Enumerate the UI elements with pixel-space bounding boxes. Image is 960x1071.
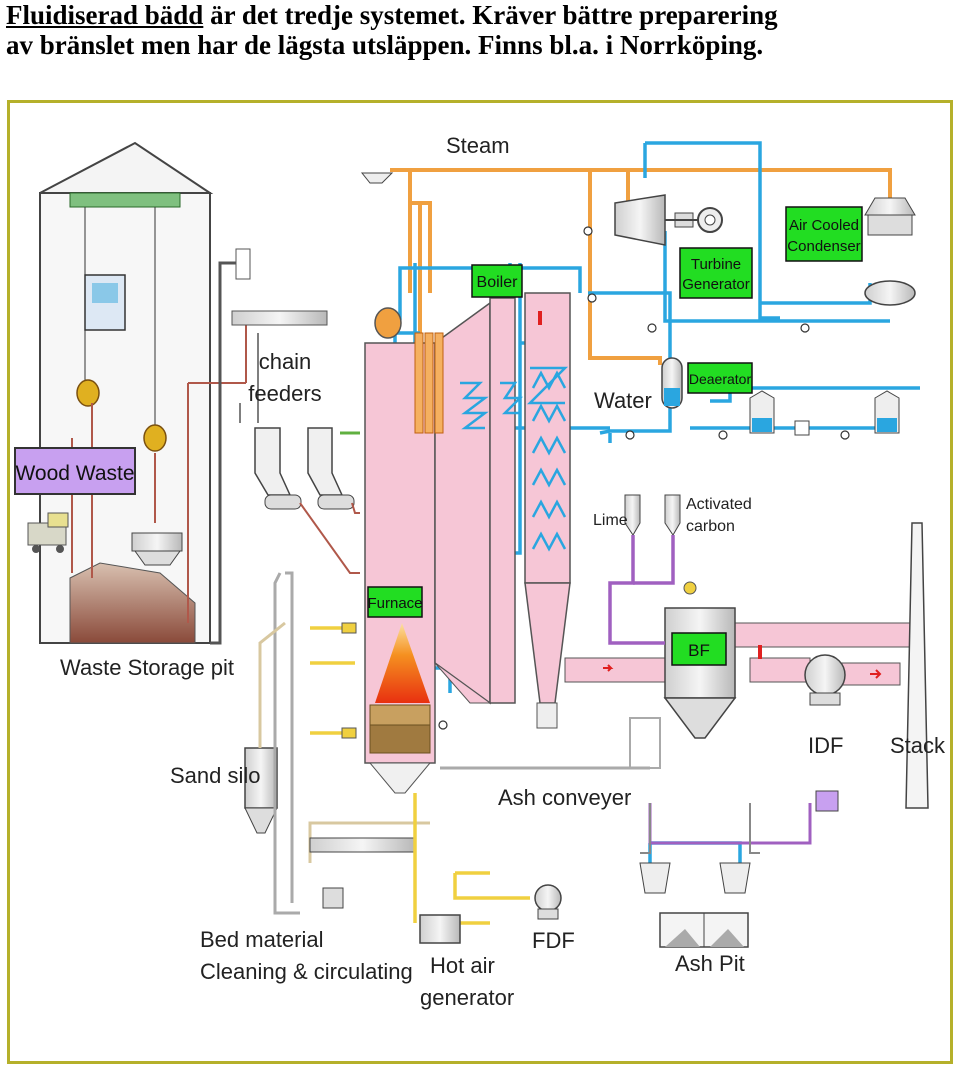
- ash-system: [440, 717, 760, 948]
- turbine-group: [614, 194, 723, 246]
- waste-storage-pit-label: Waste Storage pit: [60, 655, 234, 680]
- bed-material-label-2: Cleaning & circulating: [200, 959, 413, 984]
- turbine-generator-box: Turbine Generator: [679, 247, 753, 299]
- caption-line-1: Fluidiserad bädd är det tredje systemet.…: [6, 0, 956, 30]
- hot-air-label-2: generator: [420, 985, 514, 1010]
- flue-gas-path: [564, 522, 929, 809]
- steam-label: Steam: [446, 133, 510, 158]
- deaerator-label: Deaerator: [689, 371, 752, 387]
- bf-box: BF: [671, 632, 727, 666]
- chain-feeders-label-1: chain: [259, 349, 312, 374]
- turbine-label-2: Generator: [682, 276, 750, 293]
- wood-waste-label: Wood Waste: [15, 462, 134, 485]
- water-label: Water: [594, 388, 652, 413]
- furnace-box: Furnace: [367, 586, 423, 618]
- chain-feeders: [239, 333, 360, 574]
- caption-underlined: Fluidiserad bädd: [6, 0, 204, 30]
- waste-building: [27, 141, 328, 645]
- boiler: [364, 292, 571, 794]
- condenser-group: [864, 197, 916, 306]
- chain-feeders-label-2: feeders: [248, 381, 321, 406]
- bf-label: BF: [688, 641, 710, 660]
- caption-line-2: av bränslet men har de lägsta utsläppen.…: [6, 30, 764, 60]
- ash-conveyer-label: Ash conveyer: [498, 785, 631, 810]
- hot-air-generator: [419, 914, 461, 944]
- turbine-label-1: Turbine: [691, 256, 741, 273]
- pump-markers: [438, 226, 850, 730]
- air-cooled-label-2: Condenser: [787, 238, 860, 255]
- sand-silo-label: Sand silo: [170, 763, 261, 788]
- stack-label: Stack: [890, 733, 946, 758]
- boiler-box: Boiler: [471, 264, 523, 298]
- steam-pipes: [390, 168, 892, 365]
- activated-carbon-label-2: carbon: [686, 518, 735, 535]
- air-cooled-condenser-box: Air Cooled Condenser: [785, 206, 863, 262]
- lime-label: Lime: [593, 512, 628, 529]
- sand-system: [244, 571, 430, 915]
- bed-material-label-1: Bed material: [200, 927, 324, 952]
- air-system: [310, 626, 530, 925]
- hot-air-label-1: Hot air: [430, 953, 495, 978]
- furnace-label: Furnace: [367, 595, 422, 612]
- plant-diagram-svg: Waste Storage pit Wood Waste chain feede…: [14, 133, 946, 1010]
- idf-label: IDF: [808, 733, 843, 758]
- deaerator-box: Deaerator: [687, 362, 753, 394]
- fdf-fan: [534, 884, 562, 920]
- air-cooled-label-1: Air Cooled: [789, 217, 859, 234]
- fdf-label: FDF: [532, 928, 575, 953]
- wood-waste-box: Wood Waste: [14, 447, 136, 495]
- plant-diagram: Waste Storage pit Wood Waste chain feede…: [7, 100, 953, 1064]
- activated-carbon-label-1: Activated: [686, 496, 752, 513]
- ash-pit-label: Ash Pit: [675, 951, 745, 976]
- caption: Fluidiserad bädd är det tredje systemet.…: [6, 0, 956, 60]
- boiler-label: Boiler: [477, 274, 519, 291]
- deaerator-group: [661, 357, 900, 436]
- caption-line-1-rest: är det tredje systemet. Kräver bättre pr…: [203, 0, 778, 30]
